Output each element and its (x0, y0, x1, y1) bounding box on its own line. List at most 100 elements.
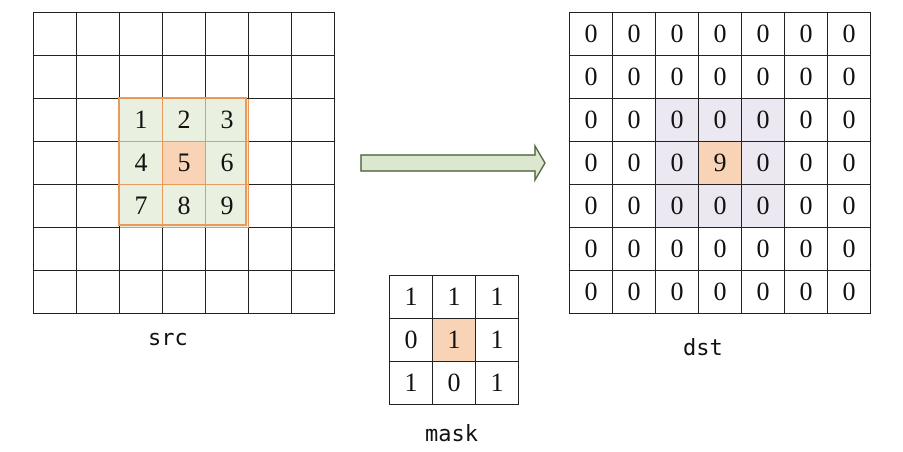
dst-cell: 0 (570, 56, 613, 99)
dst-cell: 0 (570, 13, 613, 56)
src-cell (120, 271, 163, 314)
src-cell (120, 228, 163, 271)
dst-cell: 0 (828, 271, 871, 314)
dst-cell: 0 (656, 142, 699, 185)
src-cell: 4 (120, 142, 163, 185)
mask-cell: 1 (390, 276, 433, 319)
dst-cell: 0 (828, 142, 871, 185)
dst-cell: 0 (656, 185, 699, 228)
src-cell (77, 185, 120, 228)
src-cell: 3 (206, 99, 249, 142)
dst-cell: 0 (785, 228, 828, 271)
src-cell (249, 228, 292, 271)
src-cell (163, 228, 206, 271)
right-arrow-icon (360, 143, 546, 183)
dst-cell: 0 (570, 99, 613, 142)
dst-cell: 0 (613, 13, 656, 56)
dst-label: dst (683, 336, 723, 361)
src-cell (34, 56, 77, 99)
src-cell: 9 (206, 185, 249, 228)
src-cell: 2 (163, 99, 206, 142)
dst-cell: 0 (699, 13, 742, 56)
src-cell (163, 56, 206, 99)
src-cell (249, 271, 292, 314)
src-cell: 8 (163, 185, 206, 228)
dst-cell: 0 (785, 142, 828, 185)
dst-cell: 0 (742, 271, 785, 314)
mask-cell: 1 (433, 276, 476, 319)
dst-cell: 0 (613, 142, 656, 185)
mask-cell: 1 (433, 319, 476, 362)
src-cell (249, 185, 292, 228)
dst-cell: 9 (699, 142, 742, 185)
src-cell (292, 56, 335, 99)
dst-cell: 0 (742, 185, 785, 228)
src-cell (77, 56, 120, 99)
dst-cell: 0 (613, 271, 656, 314)
dst-cell: 0 (613, 99, 656, 142)
dst-cell: 0 (828, 185, 871, 228)
dst-cell: 0 (656, 13, 699, 56)
src-cell (292, 271, 335, 314)
mask-cell: 0 (433, 362, 476, 405)
src-cell (292, 13, 335, 56)
dst-cell: 0 (699, 271, 742, 314)
dst-cell: 0 (742, 13, 785, 56)
dst-cell: 0 (742, 56, 785, 99)
src-cell (292, 228, 335, 271)
dst-cell: 0 (828, 99, 871, 142)
dst-cell: 0 (785, 56, 828, 99)
dst-cell: 0 (613, 228, 656, 271)
dst-cell: 0 (742, 228, 785, 271)
mask-label: mask (425, 422, 478, 447)
dst-cell: 0 (828, 228, 871, 271)
src-cell (120, 56, 163, 99)
src-label: src (148, 326, 188, 351)
dst-cell: 0 (785, 185, 828, 228)
dst-cell: 0 (656, 271, 699, 314)
src-cell (206, 56, 249, 99)
src-cell (292, 185, 335, 228)
dst-cell: 0 (785, 99, 828, 142)
src-cell (77, 99, 120, 142)
src-cell (34, 185, 77, 228)
src-cell (34, 228, 77, 271)
src-cell (34, 99, 77, 142)
src-cell: 6 (206, 142, 249, 185)
mask-cell: 1 (476, 276, 519, 319)
mask-cell: 1 (390, 362, 433, 405)
dst-cell: 0 (613, 56, 656, 99)
dst-cell: 0 (742, 99, 785, 142)
src-cell (77, 13, 120, 56)
mask-cell: 1 (476, 319, 519, 362)
src-cell (206, 228, 249, 271)
src-cell (163, 13, 206, 56)
dst-cell: 0 (656, 228, 699, 271)
src-cell (34, 271, 77, 314)
src-cell (77, 228, 120, 271)
dst-cell: 0 (656, 99, 699, 142)
dst-cell: 0 (699, 185, 742, 228)
src-cell: 7 (120, 185, 163, 228)
dst-cell: 0 (699, 56, 742, 99)
src-cell (163, 271, 206, 314)
src-cell (249, 142, 292, 185)
src-cell: 5 (163, 142, 206, 185)
dst-cell: 0 (828, 13, 871, 56)
src-cell (206, 13, 249, 56)
src-cell (249, 13, 292, 56)
src-cell: 1 (120, 99, 163, 142)
arrow-shape (360, 143, 546, 183)
src-cell (120, 13, 163, 56)
dst-cell: 0 (699, 228, 742, 271)
src-cell (292, 142, 335, 185)
dst-cell: 0 (828, 56, 871, 99)
mask-cell: 0 (390, 319, 433, 362)
src-cell (77, 271, 120, 314)
mask-cell: 1 (476, 362, 519, 405)
dst-cell: 0 (699, 99, 742, 142)
src-cell (34, 13, 77, 56)
